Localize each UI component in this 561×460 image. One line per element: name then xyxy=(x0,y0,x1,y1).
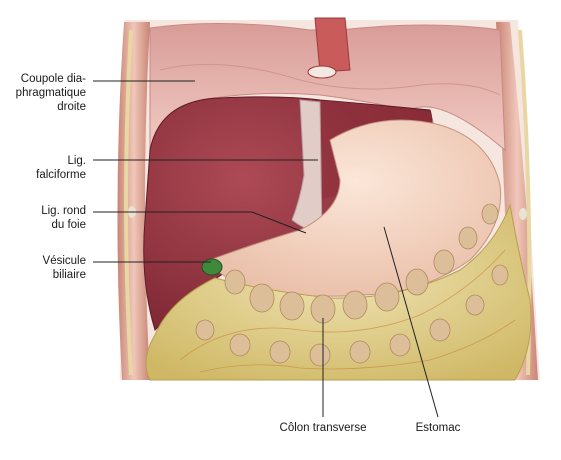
lobule xyxy=(429,318,451,342)
lobule xyxy=(349,340,371,364)
lobule xyxy=(269,340,291,364)
lobule xyxy=(342,290,368,320)
lobule xyxy=(491,264,509,286)
label-falciforme: Lig. falciforme xyxy=(36,155,86,181)
label-rond: Lig. rond du foie xyxy=(41,205,86,231)
vessel xyxy=(179,249,506,361)
lobule xyxy=(195,319,215,341)
lobule xyxy=(405,268,429,296)
vessel xyxy=(199,319,516,373)
gallbladder xyxy=(201,258,223,276)
hiatus xyxy=(307,65,337,79)
lobule xyxy=(309,343,331,367)
lobule xyxy=(389,333,411,357)
label-vesicule: Vésicule biliaire xyxy=(42,255,86,281)
diaphragm-fold xyxy=(159,63,501,96)
leader-lines xyxy=(93,80,439,418)
label-estomac: Estomac xyxy=(415,422,461,434)
leader-rond xyxy=(93,211,307,234)
lobule xyxy=(458,226,478,250)
omentum-lobules xyxy=(195,203,509,367)
lobule xyxy=(249,283,275,313)
lobule xyxy=(481,203,499,225)
omentum-vessels xyxy=(179,249,516,373)
esophagus xyxy=(314,17,351,73)
leader-estomac xyxy=(383,226,439,418)
left-wall-stripe xyxy=(124,29,133,376)
lobule xyxy=(433,249,455,275)
stomach xyxy=(209,119,502,297)
lobule xyxy=(224,269,246,295)
label-colon: Côlon transverse xyxy=(279,422,367,434)
right-wall-node xyxy=(519,208,527,220)
lobule xyxy=(279,291,305,321)
label-coupole: Coupole dia- phragmatique droite xyxy=(15,73,86,113)
lobule xyxy=(465,294,485,316)
lobule xyxy=(374,282,400,312)
lobule xyxy=(229,333,251,357)
